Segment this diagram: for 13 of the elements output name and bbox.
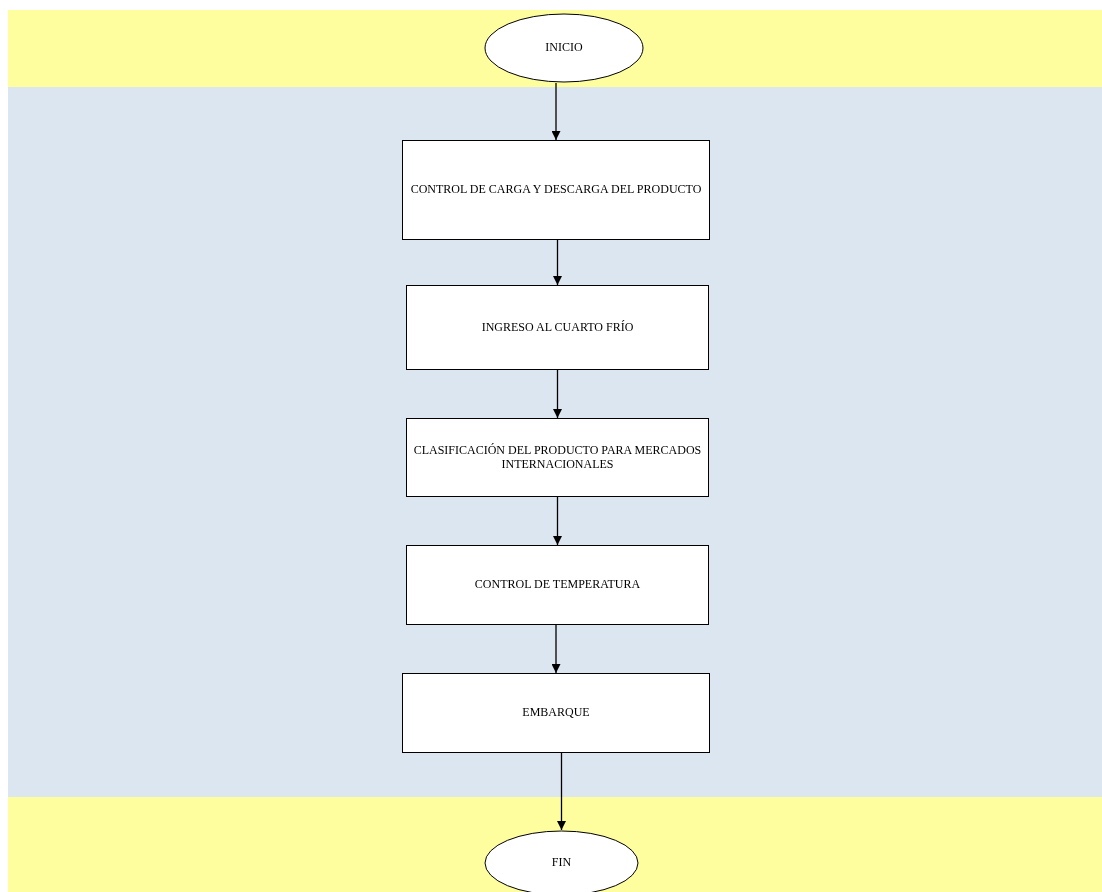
arrow — [551, 82, 561, 141]
step-label: EMBARQUE — [521, 706, 591, 720]
step-label: CLASIFICACIÓN DEL PRODUCTO PARA MERCADOS INTERNACIONALES — [412, 443, 703, 472]
arrow — [553, 369, 562, 419]
step-label: INICIO — [544, 41, 584, 55]
step-label: CONTROL DE CARGA Y DESCARGA DEL PRODUCTO — [409, 183, 703, 197]
step-label: CONTROL DE TEMPERATURA — [473, 578, 642, 592]
arrow — [551, 624, 561, 674]
step-label: FIN — [550, 856, 573, 870]
arrow — [553, 496, 562, 546]
arrow — [557, 752, 566, 831]
step-label: INGRESO AL CUARTO FRÍO — [480, 320, 635, 335]
arrow — [553, 239, 562, 286]
